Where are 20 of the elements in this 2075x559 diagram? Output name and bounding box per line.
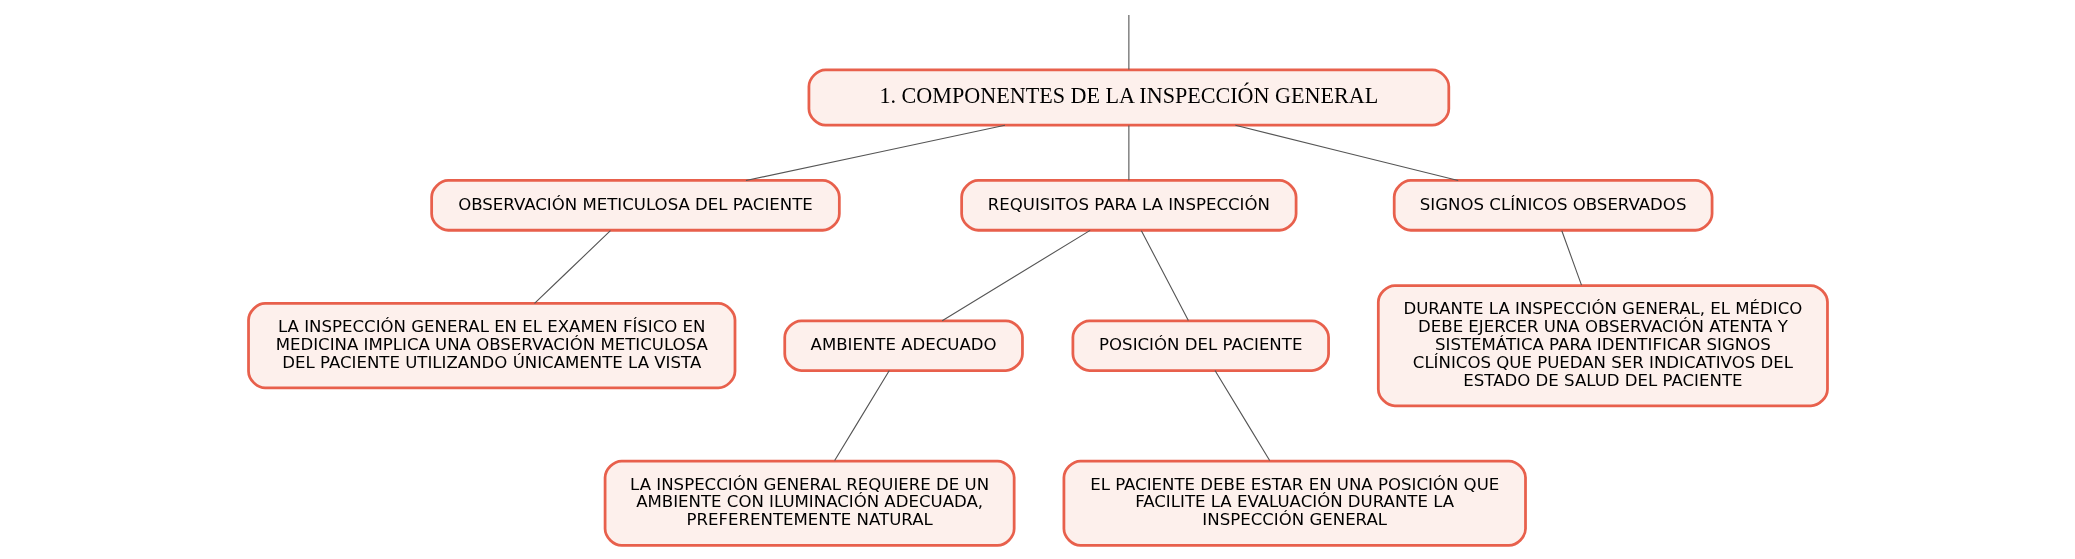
connector: [1127, 14, 1129, 71]
node-box: EL PACIENTE DEBE ESTAR EN UNA POSICIÓN QUE FACILITE LA EVALUACIÓN DURANTE LA INSPECCIÓN GENERAL: [1062, 459, 1527, 547]
node-box: REQUISITOS PARA LA INSPECCIÓN: [959, 179, 1297, 232]
connector: [1140, 230, 1189, 322]
node-box: OBSERVACIÓN METICULOSA DEL PACIENTE: [429, 179, 841, 232]
connector: [533, 230, 611, 304]
node-box: 1. COMPONENTES DE LA INSPECCIÓN GENERAL: [807, 68, 1450, 127]
node-box: LA INSPECCIÓN GENERAL REQUIERE DE UN AMBIENTE CON ILUMINACIÓN ADECUADA, PREFERENTEMENTE NATURAL: [603, 459, 1016, 547]
node-box: SIGNOS CLÍNICOS OBSERVADOS: [1392, 179, 1713, 232]
connector: [833, 369, 890, 462]
connector: [941, 229, 1091, 322]
connector: [1213, 369, 1270, 462]
connector: [744, 124, 1006, 182]
node-box: LA INSPECCIÓN GENERAL EN EL EXAMEN FÍSICO EN MEDICINA IMPLICA UNA OBSERVACIÓN METICULOSA DEL PACIENTE UTILIZANDO ÚNICAMENTE LA VISTA: [246, 302, 736, 390]
connector: [1560, 230, 1582, 286]
node-box: POSICIÓN DEL PACIENTE: [1071, 319, 1330, 372]
node-box: DURANTE LA INSPECCIÓN GENERAL, EL MÉDICO DEBE EJERCER UNA OBSERVACIÓN ATENTA Y SISTEMÁTICA PARA IDENTIFICAR SIGNOS CLÍNICOS QUE PUEDAN SER INDICATIVOS DEL ESTADO DE SALUD DEL PACIENTE: [1376, 284, 1829, 408]
connector: [1234, 124, 1459, 182]
connector: [1127, 124, 1129, 181]
node-box: AMBIENTE ADECUADO: [782, 319, 1024, 372]
